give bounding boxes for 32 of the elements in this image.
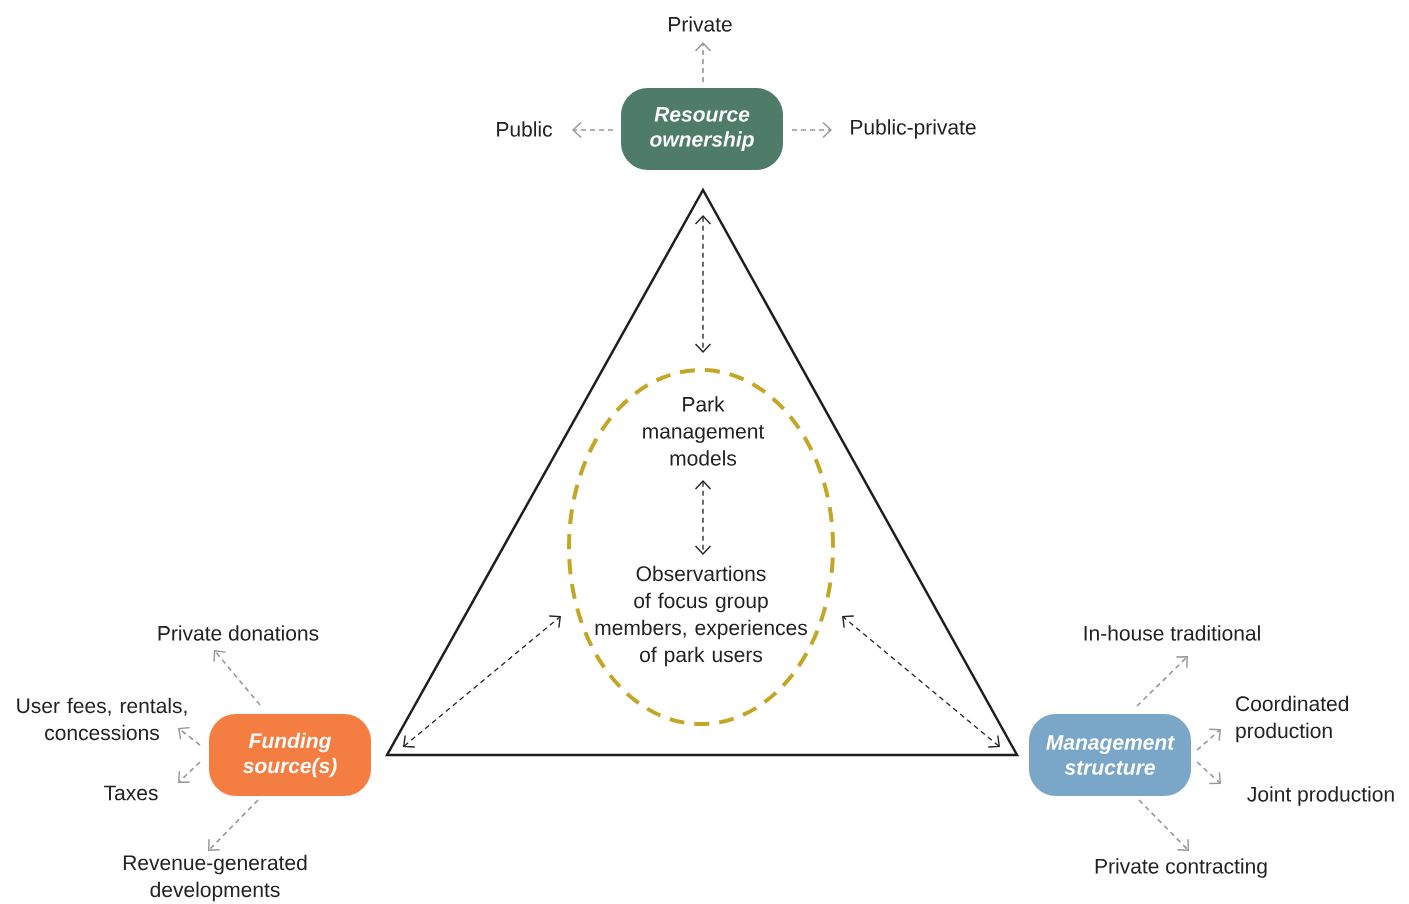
arrow <box>1136 656 1188 707</box>
option-label: Revenue-generated developments <box>123 854 307 902</box>
arrow <box>694 215 712 353</box>
arrow <box>1196 728 1222 751</box>
arrow <box>213 650 261 706</box>
option-label: Joint production <box>1247 786 1394 806</box>
option-label: Private donations <box>158 625 319 641</box>
option-label: Coordinated production <box>1236 695 1349 743</box>
arrow <box>842 615 1000 748</box>
option-label: In-house traditional <box>1084 625 1260 641</box>
arrow <box>178 726 201 746</box>
dashed-ellipse <box>567 368 835 726</box>
arrow <box>572 121 614 139</box>
option-label: Public-private <box>851 119 976 139</box>
arrow <box>694 480 712 555</box>
arrow <box>694 42 712 83</box>
arrow <box>1138 799 1189 851</box>
center-text: Observartions of focus group members, experiences of park users <box>595 565 807 667</box>
arrow <box>403 615 561 748</box>
arrow <box>208 799 259 851</box>
option-label: User fees, rentals, concessions <box>17 697 187 741</box>
category-box: Resource ownership <box>621 88 783 170</box>
option-label: Private contracting <box>1095 858 1267 878</box>
category-box: Management structure <box>1029 714 1191 796</box>
option-label: Taxes <box>104 785 158 801</box>
arrow <box>178 761 201 783</box>
arrow <box>791 121 832 139</box>
option-label: Public <box>497 121 553 137</box>
center-text: Park management models <box>643 396 765 466</box>
arrow <box>1196 761 1221 785</box>
option-label: Private <box>669 16 732 32</box>
category-box: Funding source(s) <box>209 714 371 796</box>
